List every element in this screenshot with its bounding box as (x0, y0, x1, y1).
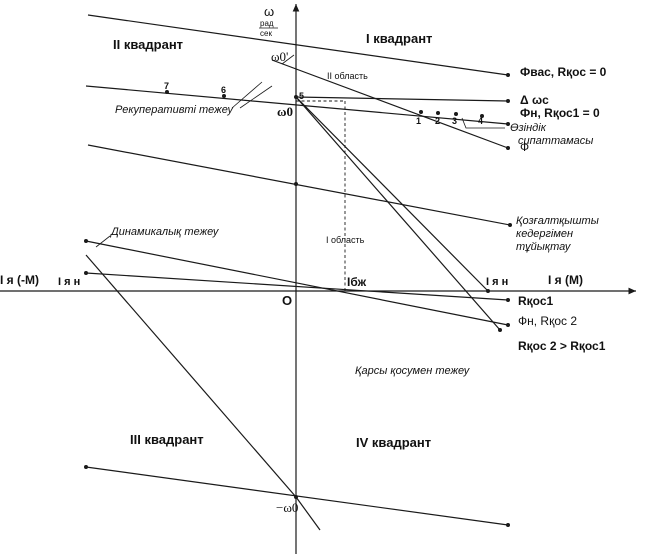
line-neg-steep (295, 496, 321, 531)
point-6-label: 6 (221, 85, 226, 95)
leader-dynamic (95, 235, 111, 248)
label-phi-vas: Фвас, Rқос = 0 (520, 65, 607, 79)
i-yan-left-label: I я н (58, 276, 80, 288)
label-recuperative-braking: Рекуперативті тежеу (115, 104, 234, 116)
label-own-characteristic-2: сипаттамасы (518, 135, 593, 147)
quadrant-3-title: III квадрант (130, 432, 204, 447)
omega0-label: ω0 (277, 104, 293, 119)
neg-omega0-label: −ω0 (276, 500, 298, 515)
origin-label: O (282, 293, 292, 308)
point-5-label: 5 (299, 91, 304, 101)
label-r-kos1: Rқос1 (518, 294, 554, 308)
label-dynamic-braking: Динамикалық тежеу (109, 226, 220, 238)
line-speed-drop (295, 96, 489, 292)
line-motor-short (87, 144, 511, 226)
line-phi (271, 59, 509, 149)
y-axis-symbol: ω (264, 4, 274, 19)
region-2-label: II область (327, 71, 368, 81)
quadrant-4-title: IV квадрант (356, 435, 431, 450)
label-motor-3: тұйықтау (516, 241, 572, 253)
line-long-steep (295, 96, 501, 331)
omega0-prime-label: ω0' (271, 49, 288, 64)
i-bzh-label: Iбж (347, 275, 367, 289)
point-3-label: 3 (452, 116, 457, 126)
label-phi: Ф (520, 140, 529, 154)
x-axis-label: I я (M) (548, 273, 583, 287)
line-delta-omega (295, 96, 509, 102)
quadrant-1-title: I квадрант (366, 31, 432, 46)
label-own-characteristic-1: Өзіндік (510, 122, 547, 134)
y-axis-unit-num: рад (260, 19, 274, 28)
i-yan-right-label: I я н (486, 276, 508, 288)
point-7-label: 7 (164, 81, 169, 91)
quadrant-2-title: II квадрант (113, 37, 183, 52)
line-phi-n-rkos2 (85, 240, 509, 326)
label-motor-2: кедергімен (516, 228, 573, 240)
endpoint-dots (84, 73, 512, 527)
label-phi-n-r0: Фн, Rқос1 = 0 (520, 106, 600, 120)
leader-own-characteristic (461, 117, 505, 129)
line-phi-vas (87, 14, 509, 76)
point-2-label: 2 (435, 116, 440, 126)
label-counter-braking: Қарсы қосумен тежеу (355, 365, 471, 377)
line-dynamic-braking (85, 254, 297, 498)
label-phi-n-rkos2: Фн, Rқос 2 (518, 314, 577, 328)
leader-omega0-prime (281, 54, 295, 65)
point-1-label: 1 (416, 116, 421, 126)
leader-recuperative-2 (239, 85, 273, 109)
point-4-label: 4 (478, 116, 483, 126)
label-r-compare: Rқос 2 > Rқос1 (518, 339, 606, 353)
line-r-kos1 (85, 272, 509, 301)
line-own-characteristic (85, 85, 509, 125)
x-axis-neg-label: -I я (-M) (0, 273, 39, 287)
region-1-label: I область (326, 235, 365, 245)
y-axis-unit-den: сек (260, 29, 272, 38)
label-motor-1: Қозғалтқышты (516, 215, 599, 227)
leader-recuperative-1 (231, 81, 263, 109)
label-delta-omega: Δ ωс (520, 93, 549, 107)
